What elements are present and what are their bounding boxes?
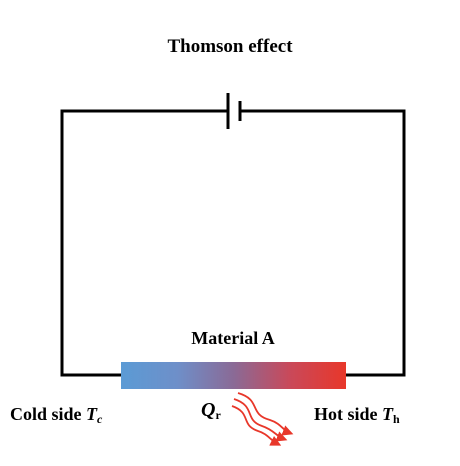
heat-label: Qr	[201, 399, 221, 426]
wire-left-top	[60, 109, 228, 377]
heat-subscript: r	[215, 408, 221, 422]
battery-icon	[226, 93, 242, 129]
diagram-title: Thomson effect	[167, 36, 293, 57]
cold-side-subscript: c	[97, 412, 103, 426]
circuit-wires	[60, 109, 406, 377]
cold-side-symbol: T	[86, 404, 98, 424]
material-label: Material A	[191, 328, 275, 348]
hot-side-prefix: Hot side	[314, 404, 383, 424]
hot-side-subscript: h	[393, 412, 400, 426]
heat-symbol: Q	[201, 399, 216, 421]
heat-flow-icon	[231, 392, 294, 446]
cold-side-label: Cold side Tc	[10, 403, 102, 430]
hot-side-symbol: T	[382, 404, 394, 424]
cold-side-prefix: Cold side	[10, 404, 87, 424]
material-bar	[121, 362, 346, 389]
hot-side-label: Hot side Th	[314, 403, 400, 430]
wire-right-top	[239, 109, 406, 377]
